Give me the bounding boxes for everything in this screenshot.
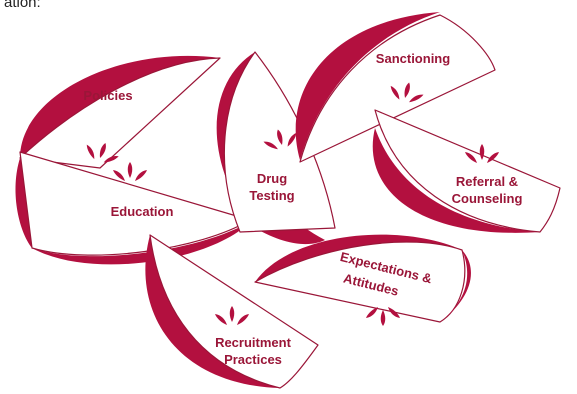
label-sanctioning: Sanctioning — [376, 51, 450, 66]
label-education: Education — [111, 204, 174, 219]
label-recruitment-line2: Practices — [224, 352, 282, 367]
petal-referral — [372, 109, 561, 233]
label-policies: Policies — [83, 88, 132, 103]
petal-drug-testing — [216, 51, 336, 245]
label-referral-line2: Counseling — [452, 191, 523, 206]
petal-sanctioning — [295, 12, 496, 163]
caption-fragment: ation: — [4, 0, 41, 11]
petal-education — [19, 151, 251, 265]
label-referral-line1: Referral & — [456, 174, 518, 189]
label-recruitment-line1: Recruitment — [215, 335, 292, 350]
petal-policies — [15, 55, 221, 248]
label-drug-testing-line1: Drug — [257, 171, 287, 186]
label-drug-testing-line2: Testing — [249, 188, 294, 203]
petal-expectations — [254, 234, 471, 323]
sprout-icon-education — [113, 162, 147, 181]
